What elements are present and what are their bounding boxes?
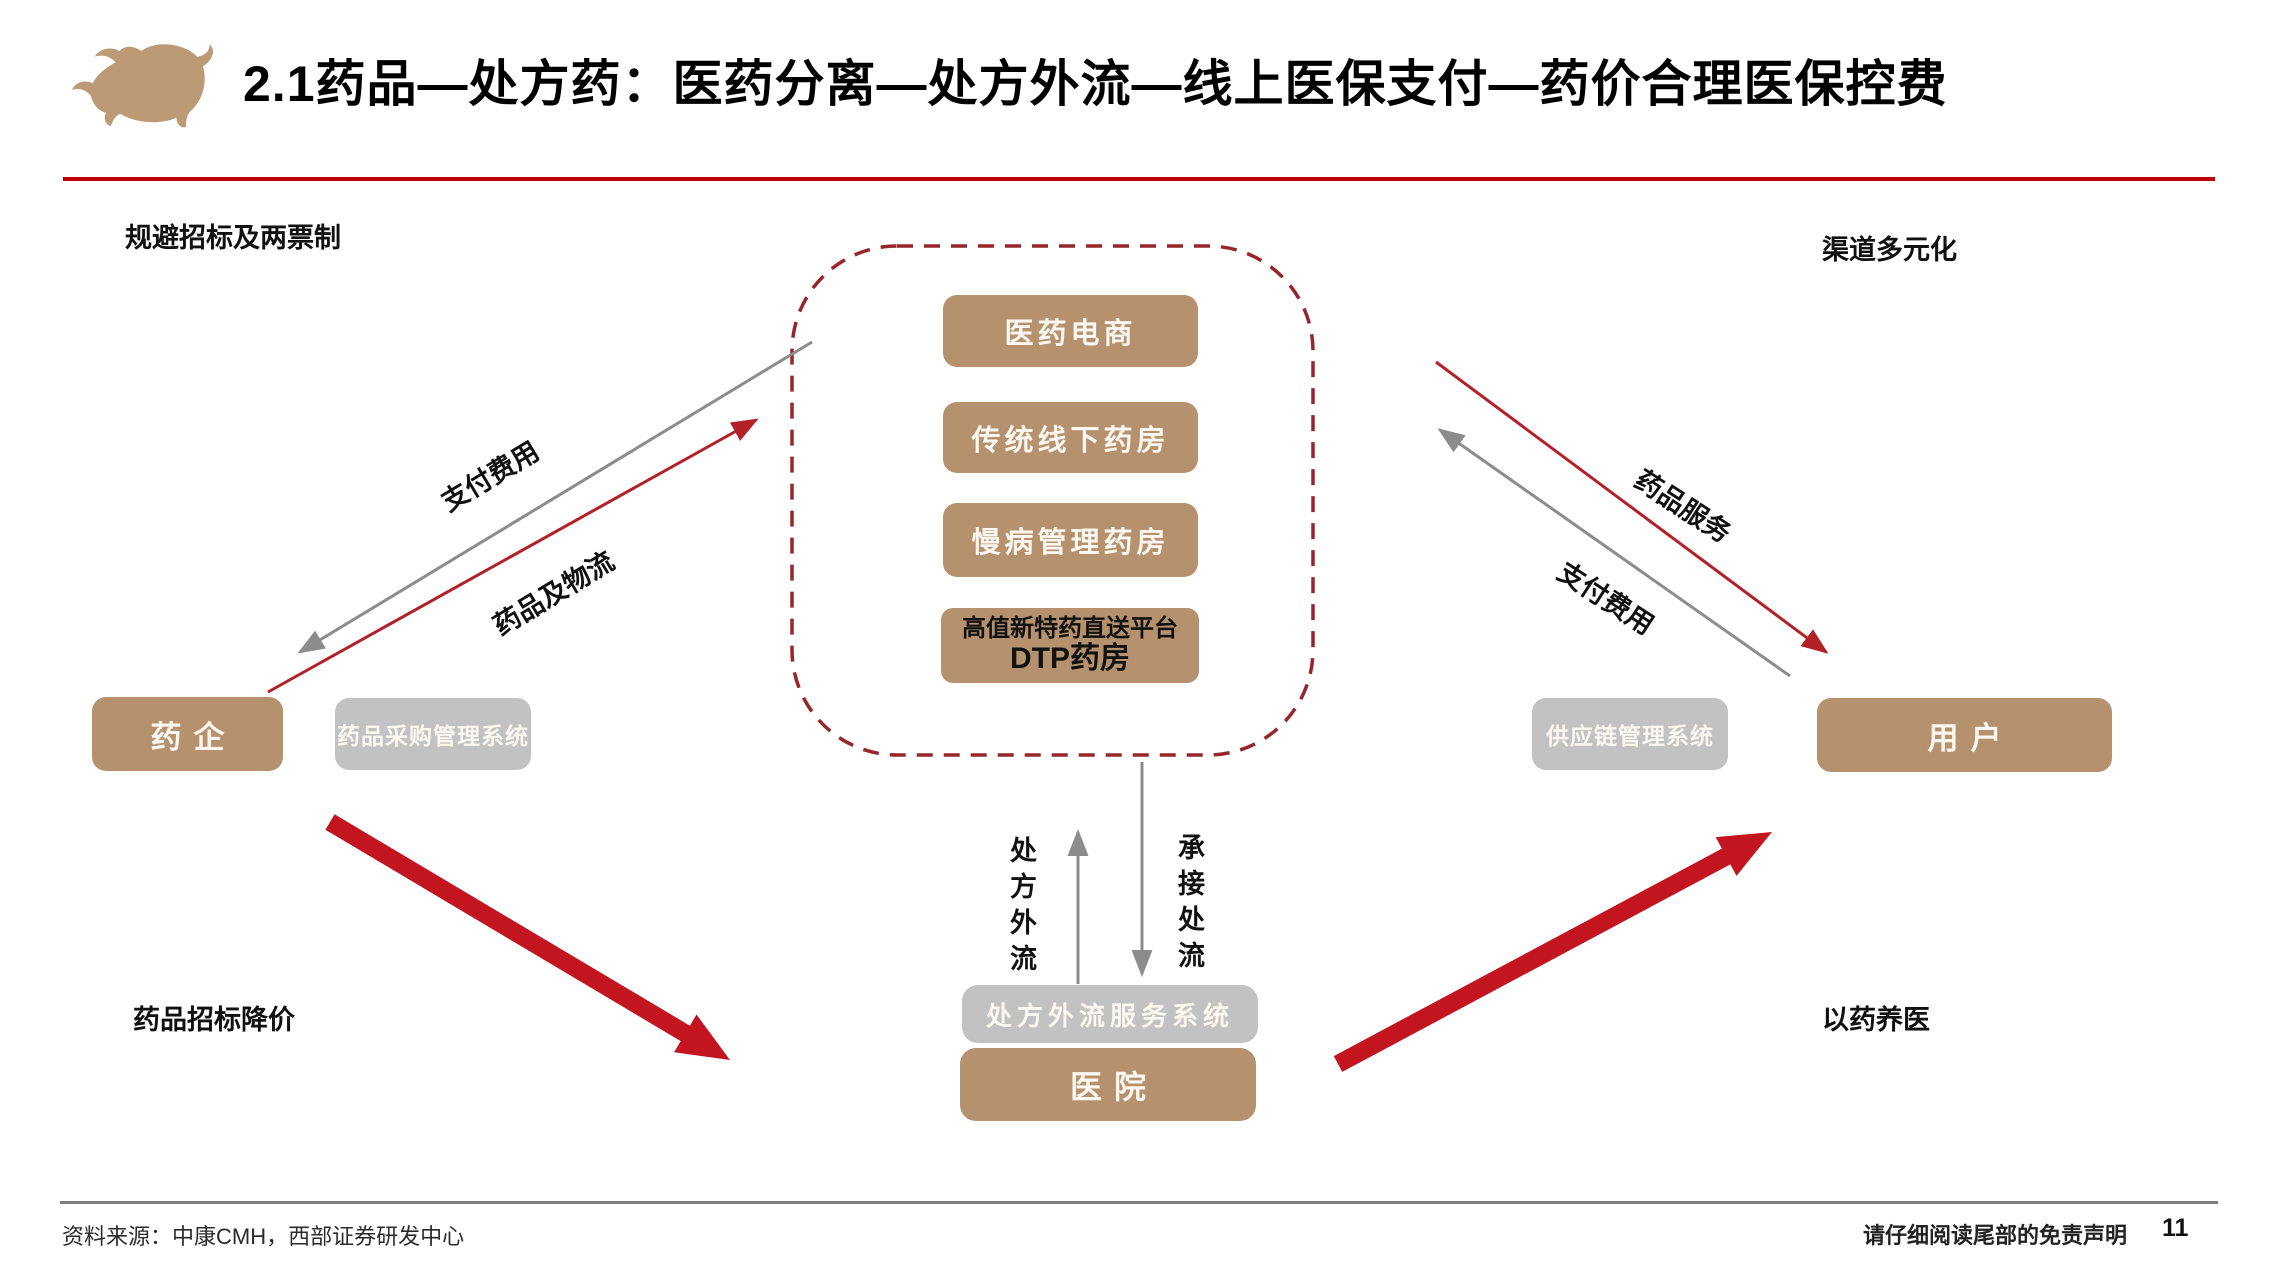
arrow-label-pay-right: 支付费用 — [1552, 556, 1660, 641]
node-user: 用户 — [1817, 698, 2112, 772]
bull-logo — [71, 44, 213, 128]
arrow-label-drug-service: 药品服务 — [1629, 464, 1737, 549]
thick-arrow-hospital-to-user — [1333, 832, 1772, 1072]
footer-divider — [60, 1201, 2218, 1204]
node-hospital: 医院 — [960, 1048, 1256, 1121]
node-supply-chain-system: 供应链管理系统 — [1532, 698, 1728, 770]
footer-source: 资料来源：中康CMH，西部证券研发中心 — [62, 1224, 465, 1249]
arrow-label-rx-accept: 承接处流 — [1174, 833, 1204, 977]
node-chronic-disease-pharmacy: 慢病管理药房 — [943, 503, 1198, 577]
dtp-pharmacy-line2: DTP药房 — [1010, 642, 1130, 676]
arrow-pay-to-channels — [1437, 428, 1791, 678]
node-pharma-company: 药企 — [92, 697, 283, 771]
node-dtp-pharmacy: 高值新特药直送平台 DTP药房 — [941, 608, 1199, 683]
arrow-label-goods-logistics: 药品及物流 — [488, 546, 620, 642]
label-avoid-tender: 规避招标及两票制 — [125, 223, 341, 253]
label-drug-tender-price-cut: 药品招标降价 — [133, 1005, 295, 1035]
page-number: 11 — [2162, 1214, 2189, 1242]
node-pharma-ecommerce: 医药电商 — [943, 295, 1198, 367]
label-channel-diversification: 渠道多元化 — [1822, 235, 1957, 265]
label-medicine-funds-hospital: 以药养医 — [1822, 1005, 1930, 1035]
node-procurement-system: 药品采购管理系统 — [335, 698, 531, 770]
footer-disclaimer: 请仔细阅读尾部的免责声明 — [1862, 1223, 2127, 1248]
page-title: 2.1药品—处方药：医药分离—处方外流—线上医保支付—药价合理医保控费 — [243, 56, 1948, 112]
arrow-label-rx-outflow: 处方外流 — [1006, 836, 1036, 980]
dtp-pharmacy-line1: 高值新特药直送平台 — [962, 614, 1178, 642]
node-rx-outflow-system: 处方外流服务系统 — [962, 985, 1258, 1043]
arrow-label-pay-left: 支付费用 — [436, 435, 545, 518]
node-offline-pharmacy: 传统线下药房 — [943, 402, 1198, 473]
title-divider — [63, 177, 2215, 181]
thick-arrow-pharma-to-hospital — [325, 814, 730, 1060]
